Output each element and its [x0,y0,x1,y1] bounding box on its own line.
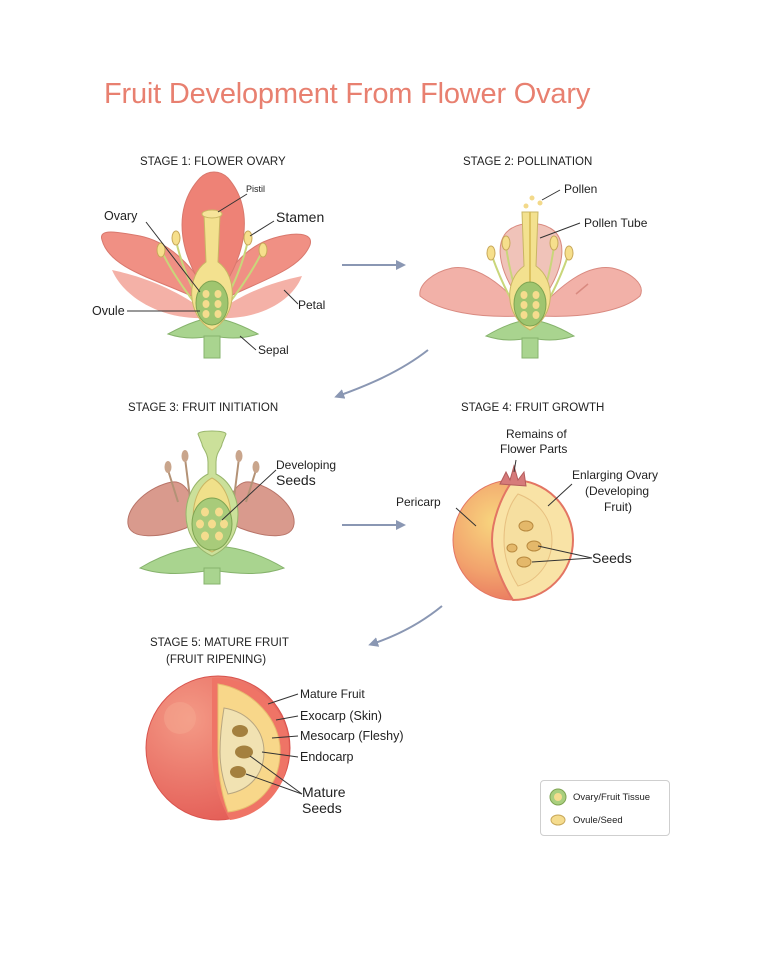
flower-remains-shape [499,464,527,487]
label-flower-parts: Flower Parts [500,442,567,456]
anther-shape [258,242,268,258]
label-stamen: Stamen [276,209,324,225]
label-petal: Petal [298,298,325,312]
label-pistil: Pistil [246,184,265,194]
label-pollen-tube: Pollen Tube [584,216,648,230]
stage-3-flower [127,430,295,585]
pollen-grain [537,200,543,206]
label-ovary: Ovary [104,209,138,223]
stage-2-title: STAGE 2: POLLINATION [463,156,593,168]
pollen-grain [529,195,535,201]
seed-shape [516,556,532,568]
ovule-seed-swatch-icon [550,814,566,826]
label-exocarp: Exocarp (Skin) [300,709,382,723]
petal-shape [218,276,302,319]
arrow-stage-2-to-3 [334,349,429,399]
stage-2-flower [419,189,642,359]
petal-shape [535,267,642,317]
legend: Ovary/Fruit Tissue Ovule/Seed [540,780,670,836]
stage-1-title: STAGE 1: FLOWER OVARY [140,156,286,168]
label-mature-seeds: Seeds [302,800,342,816]
pollen-grain [523,203,529,209]
legend-label-ovule-seed: Ovule/Seed [573,814,623,826]
stem-shape [521,337,539,359]
arrow-stage-4-to-5 [368,605,443,647]
anther-shape [156,242,166,258]
anther-shape [171,230,181,246]
stage-4-title: STAGE 4: FRUIT GROWTH [461,402,605,414]
mature-seed-shape [230,766,246,778]
legend-item-ovule-seed: Ovule/Seed [549,812,623,828]
label-pericarp: Pericarp [396,495,441,509]
page-title: Fruit Development From Flower Ovary [104,78,591,110]
stage-1-flower [101,171,311,359]
label-pollen: Pollen [564,182,597,196]
mature-seed-shape [235,745,253,759]
label-endocarp: Endocarp [300,750,354,764]
seed-shape [506,543,518,553]
stem-shape [203,335,221,359]
sepal-shape [138,545,286,574]
label-seeds: Seeds [592,550,632,566]
seed-shape [526,540,542,552]
stage-3-title: STAGE 3: FRUIT INITIATION [128,402,279,414]
label-mesocarp: Mesocarp (Fleshy) [300,729,404,743]
label-fruit-paren: Fruit) [604,500,632,514]
petal-shape [419,267,527,317]
ovary-shape [513,281,547,327]
stage-4-fruit [452,459,593,602]
label-mature: Mature [302,784,346,800]
label-sepal: Sepal [258,343,289,357]
stage-5-fruit [145,675,303,821]
label-enlarging-ovary: Enlarging Ovary [572,468,658,482]
ovary-tissue-swatch-icon [549,788,567,806]
label-ovule: Ovule [92,304,125,318]
label-developing: Developing [276,458,336,472]
stage-5-subtitle: (FRUIT RIPENING) [166,654,267,666]
petal-shape [112,270,206,319]
label-developing-seeds: Seeds [276,472,316,488]
seed-shape [518,520,534,532]
label-mature-fruit: Mature Fruit [300,687,365,701]
petal-shape [101,231,213,301]
legend-label-ovary-tissue: Ovary/Fruit Tissue [573,791,651,803]
legend-item-ovary-tissue: Ovary/Fruit Tissue [549,788,650,806]
stage-5-title: STAGE 5: MATURE FRUIT [150,637,289,649]
anther-shape [243,230,253,246]
label-developing-paren: (Developing [585,484,649,498]
mature-seed-shape [232,725,248,737]
label-remains: Remains of [506,427,567,441]
ovary-shape [195,280,229,326]
